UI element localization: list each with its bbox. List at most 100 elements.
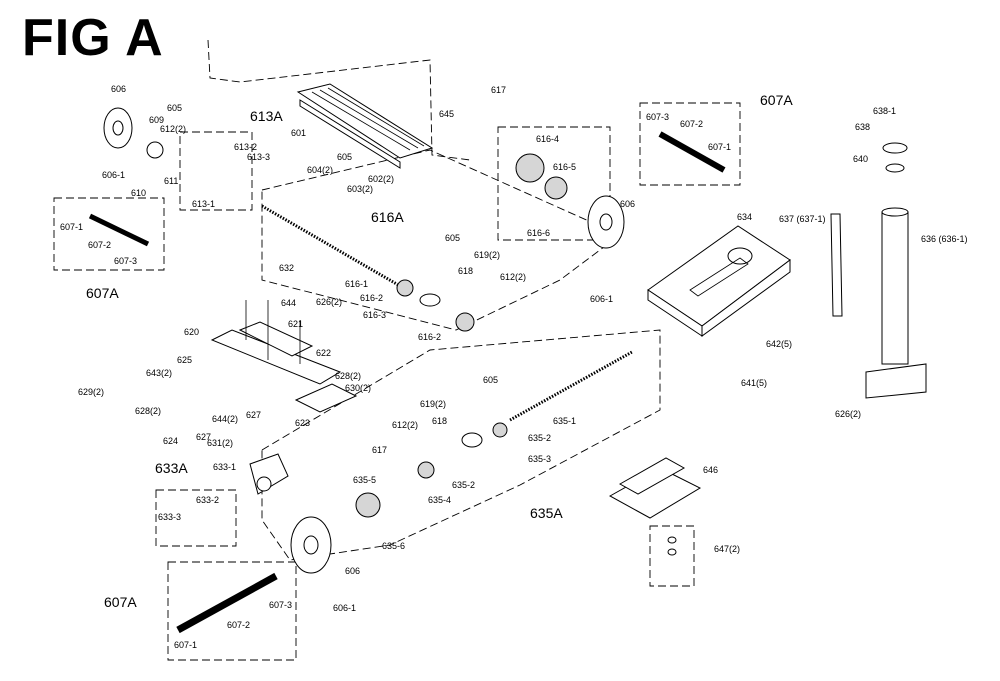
part-label: 605 xyxy=(483,375,498,385)
part-label: 607-1 xyxy=(60,222,83,232)
assembly-label-633A: 633A xyxy=(155,460,188,476)
table-group-outline xyxy=(207,39,471,161)
part-label: 620 xyxy=(184,327,199,337)
part-label: 635-4 xyxy=(428,495,451,505)
part-label: 634 xyxy=(737,212,752,222)
part-label: 630(2) xyxy=(345,383,371,393)
part-label: 612(2) xyxy=(160,124,186,134)
part-label: 606 xyxy=(345,566,360,576)
part-label: 613-3 xyxy=(247,152,270,162)
part-label: 640 xyxy=(853,154,868,164)
part-label: 627 xyxy=(196,432,211,442)
part-label: 645 xyxy=(439,109,454,119)
part-label: 605 xyxy=(337,152,352,162)
part-label: 616-1 xyxy=(345,279,368,289)
part-label: 609 xyxy=(149,115,164,125)
part-label: 636 (636-1) xyxy=(921,234,968,244)
part-label: 617 xyxy=(491,85,506,95)
assembly-box-607A-right xyxy=(639,102,741,186)
part-label: 632 xyxy=(279,263,294,273)
part-label: 607-2 xyxy=(680,119,703,129)
part-label: 619(2) xyxy=(420,399,446,409)
part-label: 635-3 xyxy=(528,454,551,464)
cross-slide xyxy=(210,300,358,413)
part-label: 605 xyxy=(445,233,460,243)
assembly-label-613A: 613A xyxy=(250,108,283,124)
handwheels xyxy=(103,107,625,574)
part-label: 618 xyxy=(432,416,447,426)
part-label: 613-2 xyxy=(234,142,257,152)
assembly-box-633A xyxy=(155,489,237,547)
part-label: 635-2 xyxy=(452,480,475,490)
part-label: 616-2 xyxy=(418,332,441,342)
part-label: 610 xyxy=(131,188,146,198)
assembly-label-607A-bottom: 607A xyxy=(104,594,137,610)
part-label: 606-1 xyxy=(333,603,356,613)
part-label: 621 xyxy=(288,319,303,329)
part-label: 638-1 xyxy=(873,106,896,116)
assembly-box-647 xyxy=(649,525,695,587)
part-label: 633-1 xyxy=(213,462,236,472)
assembly-label-607A-left: 607A xyxy=(86,285,119,301)
part-label: 607-2 xyxy=(88,240,111,250)
part-labels: 606605609612(2)606-1611610613-2613-3613-… xyxy=(60,84,968,650)
part-label: 624 xyxy=(163,436,178,446)
part-label: 619(2) xyxy=(474,250,500,260)
part-label: 618 xyxy=(458,266,473,276)
part-label: 602(2) xyxy=(368,174,394,184)
apron-block xyxy=(249,453,289,495)
part-label: 628(2) xyxy=(335,371,361,381)
part-label: 638 xyxy=(855,122,870,132)
part-label: 633-2 xyxy=(196,495,219,505)
assembly-label-616A: 616A xyxy=(371,209,404,225)
assembly-label-635A: 635A xyxy=(530,505,563,521)
part-label: 635-1 xyxy=(553,416,576,426)
part-label: 613-1 xyxy=(192,199,215,209)
assembly-box-613A xyxy=(179,131,253,211)
part-label: 603(2) xyxy=(347,184,373,194)
part-label: 607-3 xyxy=(269,600,292,610)
work-table xyxy=(296,83,434,169)
part-label: 616-3 xyxy=(363,310,386,320)
part-label: 601 xyxy=(291,128,306,138)
part-label: 605 xyxy=(167,103,182,113)
part-label: 622 xyxy=(316,348,331,358)
assembly-boxes xyxy=(53,39,741,661)
assembly-box-607A-bottom xyxy=(167,561,297,661)
handle-bolts xyxy=(88,131,726,634)
part-label: 607-1 xyxy=(708,142,731,152)
part-label: 606 xyxy=(620,199,635,209)
part-label: 626(2) xyxy=(835,409,861,419)
part-label: 626(2) xyxy=(316,297,342,307)
part-label: 606-1 xyxy=(590,294,613,304)
part-label: 606 xyxy=(111,84,126,94)
part-label: 642(5) xyxy=(766,339,792,349)
part-label: 607-3 xyxy=(646,112,669,122)
part-label: 635-2 xyxy=(528,433,551,443)
assembly-box-635A xyxy=(261,329,661,561)
part-label: 616-4 xyxy=(536,134,559,144)
part-label: 606-1 xyxy=(102,170,125,180)
part-label: 623 xyxy=(295,418,310,428)
leadscrew-616A xyxy=(261,204,475,332)
part-label: 604(2) xyxy=(307,165,333,175)
part-label: 637 (637-1) xyxy=(779,214,826,224)
part-label: 646 xyxy=(703,465,718,475)
part-label: 616-2 xyxy=(360,293,383,303)
part-label: 635-6 xyxy=(382,541,405,551)
part-label: 635-5 xyxy=(353,475,376,485)
vise-646 xyxy=(608,457,702,556)
part-label: 628(2) xyxy=(135,406,161,416)
assembly-box-607A-left xyxy=(53,197,165,271)
part-label: 633-3 xyxy=(158,512,181,522)
part-label: 647(2) xyxy=(714,544,740,554)
part-label: 629(2) xyxy=(78,387,104,397)
machine-base xyxy=(647,225,791,337)
part-label: 627 xyxy=(246,410,261,420)
part-label: 617 xyxy=(372,445,387,455)
part-label: 612(2) xyxy=(500,272,526,282)
assembly-box-616-4 xyxy=(497,126,611,241)
part-label: 625 xyxy=(177,355,192,365)
